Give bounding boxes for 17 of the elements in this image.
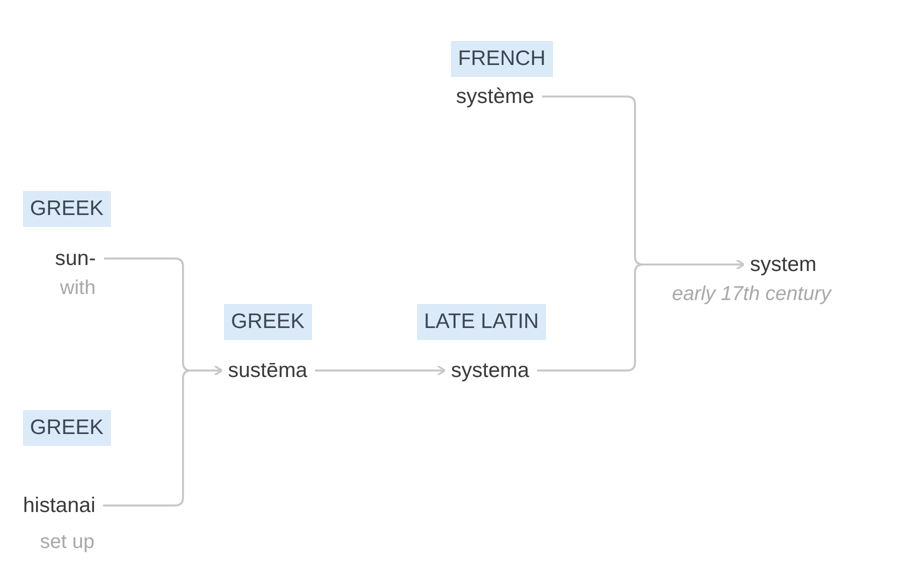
word-text: systema [451,358,530,384]
language-badge: LATE LATIN [417,304,546,340]
language-badge: GREEK [23,191,111,227]
word-text: système [456,84,534,110]
language-badge: GREEK [23,410,111,446]
connector-arrow [103,365,223,506]
language-badge: FRENCH [451,41,552,77]
word-text: histanai [23,493,96,518]
word-text: sustēma [228,358,308,384]
connector-arrow [315,365,446,376]
gloss-text: with [60,276,96,300]
gloss-text: set up [40,530,94,554]
word-text: sun- [55,246,96,272]
connector-arrow [537,259,745,372]
language-badge: GREEK [224,304,312,340]
word-text: system [750,252,817,278]
date-note: early 17th century [672,282,831,306]
